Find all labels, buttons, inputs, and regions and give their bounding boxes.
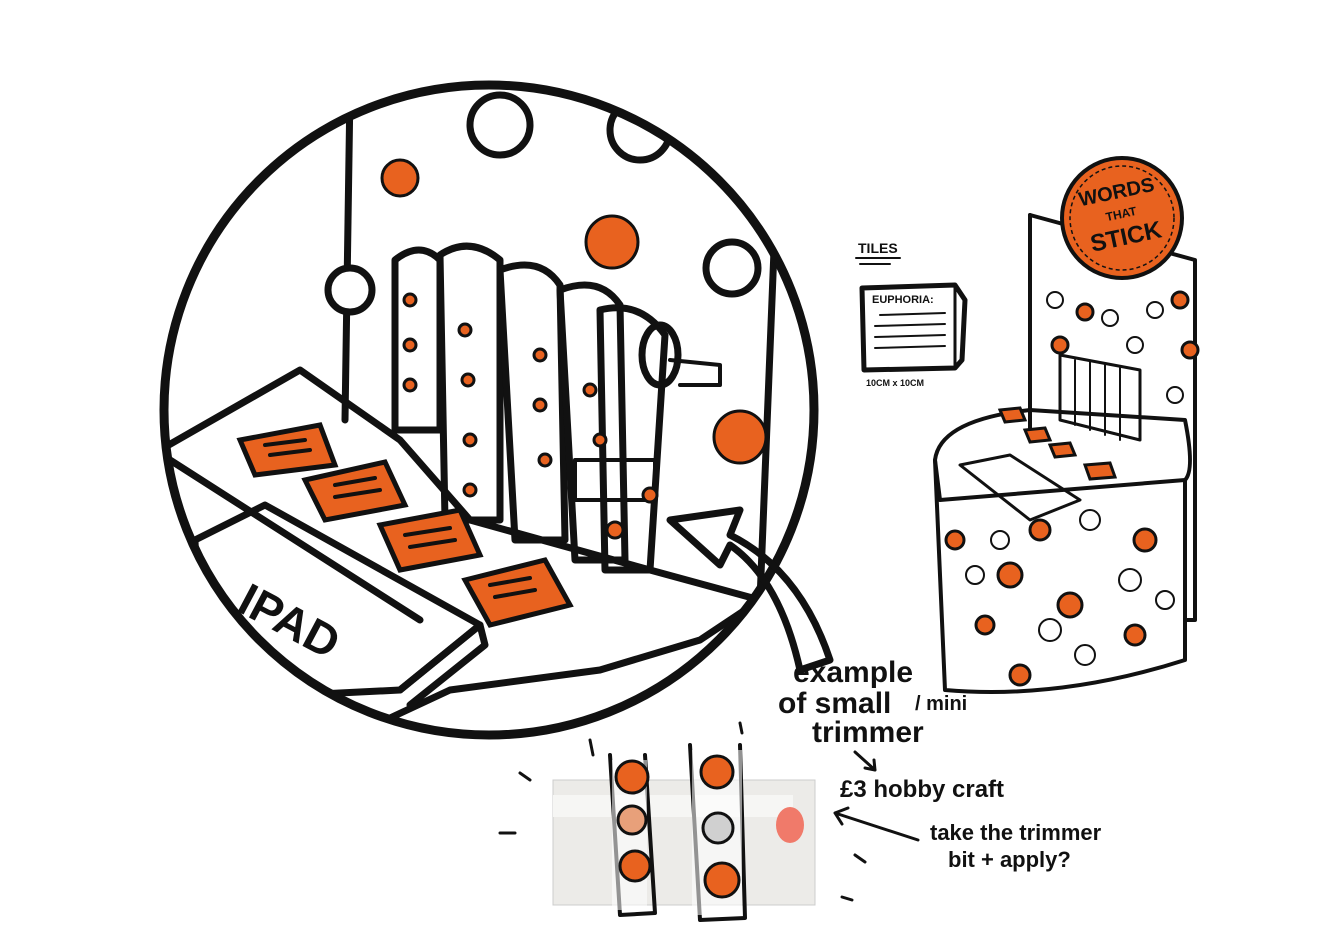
annotation-mini: / mini [915, 693, 967, 715]
annotation-example: example [793, 656, 913, 689]
tiles-heading: TILES [858, 240, 898, 256]
tiles-annotation: TILES EUPHORIA: 10CM x 10CM [855, 240, 968, 388]
magnify-circle [159, 80, 819, 740]
annotation-question-1: take the trimmer [930, 820, 1102, 845]
big-arrow-icon [666, 506, 834, 674]
annotations: example of small / mini trimmer £3 hobby… [778, 656, 1102, 872]
counter-top [164, 366, 764, 735]
annotation-price: £3 hobby craft [840, 776, 1004, 803]
annotation-trimmer: trimmer [812, 716, 924, 749]
annotation-of-small: of small [778, 687, 891, 720]
zoomed-detail-view: IPAD [159, 80, 819, 740]
trimmer-photo [498, 721, 867, 922]
words-that-stick-sign: WORDS THAT STICK [1060, 156, 1184, 280]
tile-dimensions: 10CM x 10CM [866, 378, 924, 388]
paper-roll [391, 242, 722, 574]
tile-card-title: EUPHORIA: [872, 294, 934, 306]
strip-dots [402, 292, 659, 540]
ipad-label: IPAD [230, 573, 348, 669]
counter-tiles [236, 422, 574, 628]
kiosk-dots [1046, 290, 1200, 404]
kiosk-drawing: WORDS THAT STICK [933, 156, 1200, 694]
base-dots [944, 509, 1175, 687]
sign-line-2: THAT [1104, 204, 1138, 224]
annotation-question-2: bit + apply? [948, 847, 1071, 872]
